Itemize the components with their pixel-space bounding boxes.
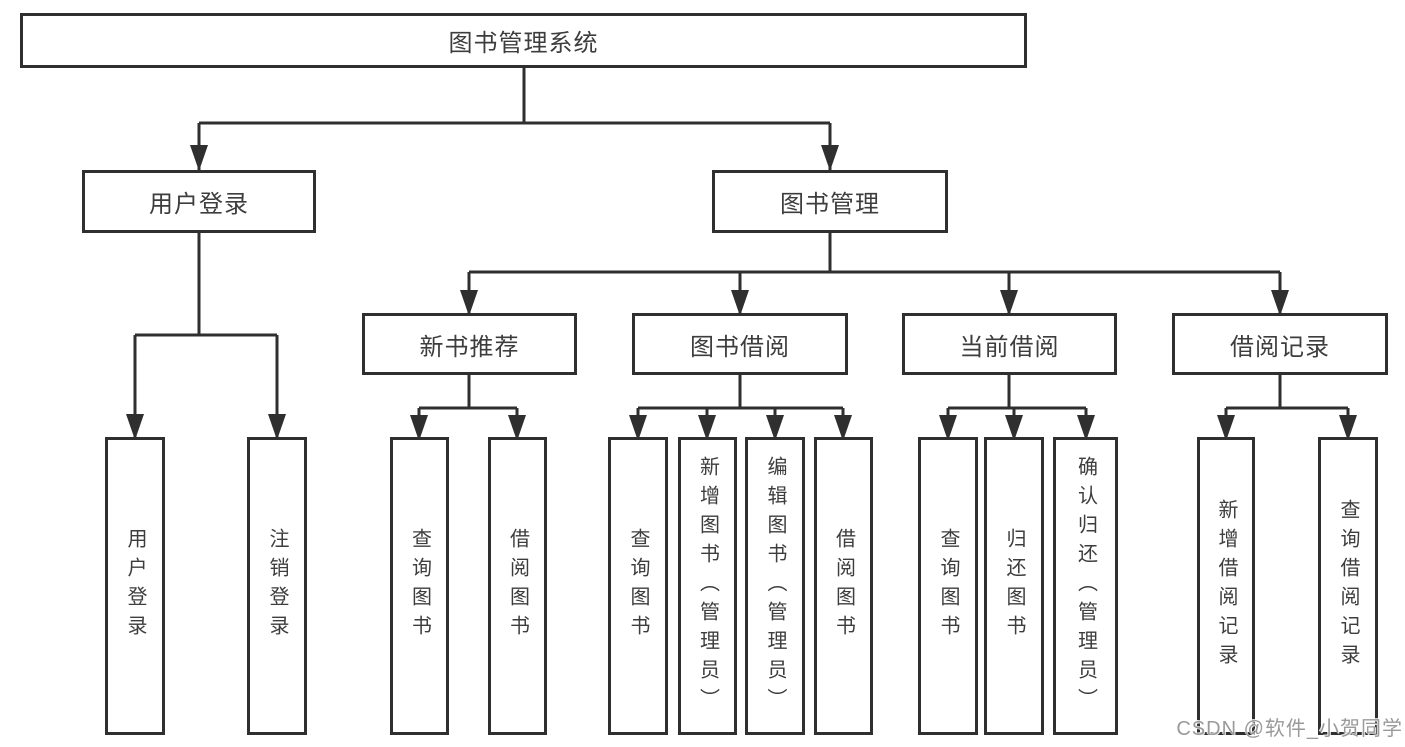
arrowhead-leaf-add-books: [698, 415, 716, 441]
arrowhead-leaf-logout: [268, 414, 286, 440]
leaf-add-borrow-record: 新增借阅记录: [1197, 437, 1255, 735]
arrowhead-leaf-add-record: [1217, 415, 1235, 441]
leaf-confirm-return-admin-label: 确认归还（管理员）: [1074, 455, 1097, 717]
node-user-login-label: 用户登录: [149, 191, 249, 218]
leaf-borrow-books-label: 借阅图书: [832, 528, 855, 644]
leaf-user-login-label: 用户登录: [124, 528, 146, 644]
leaf-return-books-label: 归还图书: [1003, 528, 1025, 644]
leaf-add-borrow-record-label: 新增借阅记录: [1215, 499, 1237, 673]
leaf-query-books-recommend: 查询图书: [390, 437, 449, 735]
leaf-edit-books-admin-label: 编辑图书（管理员）: [764, 455, 786, 717]
leaf-add-books-admin: 新增图书（管理员）: [678, 437, 737, 735]
node-root-label: 图书管理系统: [448, 30, 599, 57]
arrowhead-leaf-query-books-1: [410, 415, 428, 441]
leaf-return-books: 归还图书: [984, 437, 1044, 735]
leaf-query-books-borrowing: 查询图书: [608, 437, 668, 735]
arrowhead-leaf-borrow-books-1: [508, 415, 526, 441]
arrowhead-leaf-confirm-return: [1077, 415, 1095, 441]
connector-records-to-leaves: [1224, 375, 1350, 441]
connector-borrowing-to-leaves: [636, 375, 845, 441]
leaf-query-borrow-record-label: 查询借阅记录: [1337, 499, 1359, 673]
node-new-book-recommend-label: 新书推荐: [419, 333, 520, 361]
leaf-borrow-books: 借阅图书: [814, 437, 873, 735]
node-book-borrowing-label: 图书借阅: [690, 333, 790, 361]
arrowhead-user-login: [190, 145, 208, 171]
node-user-login: 用户登录: [82, 170, 316, 233]
leaf-confirm-return-admin: 确认归还（管理员）: [1053, 437, 1118, 735]
node-root-library-system: 图书管理系统: [20, 13, 1027, 68]
arrowhead-current-borrowing: [1000, 290, 1018, 316]
arrowhead-leaf-query-books-3: [939, 415, 957, 441]
leaf-query-books-recommend-label: 查询图书: [408, 528, 431, 644]
connector-login-to-leaves: [133, 233, 279, 440]
arrowhead-leaf-query-record: [1339, 415, 1357, 441]
node-borrowing-records-label: 借阅记录: [1230, 333, 1330, 361]
arrowhead-leaf-edit-books: [766, 415, 784, 441]
arrowhead-leaf-query-books-2: [629, 415, 647, 441]
arrowhead-leaf-borrow-books-2: [834, 415, 852, 441]
arrowhead-borrowing-records: [1271, 290, 1289, 316]
leaf-query-books-current-label: 查询图书: [937, 528, 959, 644]
node-book-borrowing: 图书借阅: [632, 313, 848, 375]
arrowhead-book-borrowing: [731, 290, 749, 316]
arrowhead-leaf-user-login: [126, 414, 144, 440]
leaf-query-borrow-record: 查询借阅记录: [1318, 437, 1378, 735]
leaf-borrow-books-recommend-label: 借阅图书: [506, 528, 529, 644]
node-borrowing-records: 借阅记录: [1172, 313, 1388, 375]
connector-mgmt-to-level3: [467, 233, 1282, 316]
leaf-logout-label: 注销登录: [266, 528, 288, 644]
leaf-borrow-books-recommend: 借阅图书: [488, 437, 547, 735]
leaf-query-books-borrowing-label: 查询图书: [627, 528, 649, 644]
leaf-edit-books-admin: 编辑图书（管理员）: [745, 437, 805, 735]
connector-root-to-level2: [197, 68, 832, 171]
csdn-watermark: CSDN @软件_小贺同学: [1176, 718, 1403, 740]
arrowhead-book-management: [821, 145, 839, 171]
node-current-borrowing: 当前借阅: [902, 313, 1117, 375]
node-new-book-recommend: 新书推荐: [362, 313, 577, 375]
leaf-query-books-current: 查询图书: [918, 437, 978, 735]
leaf-add-books-admin-label: 新增图书（管理员）: [696, 455, 719, 717]
node-current-borrowing-label: 当前借阅: [959, 333, 1060, 361]
arrowhead-leaf-return-books: [1005, 415, 1023, 441]
node-book-management-label: 图书管理: [780, 191, 880, 218]
arrowhead-new-book-recommend: [460, 290, 478, 316]
leaf-logout: 注销登录: [247, 437, 307, 735]
node-book-management: 图书管理: [712, 170, 948, 233]
connector-recommend-to-leaves: [417, 375, 519, 441]
leaf-user-login: 用户登录: [105, 437, 165, 735]
